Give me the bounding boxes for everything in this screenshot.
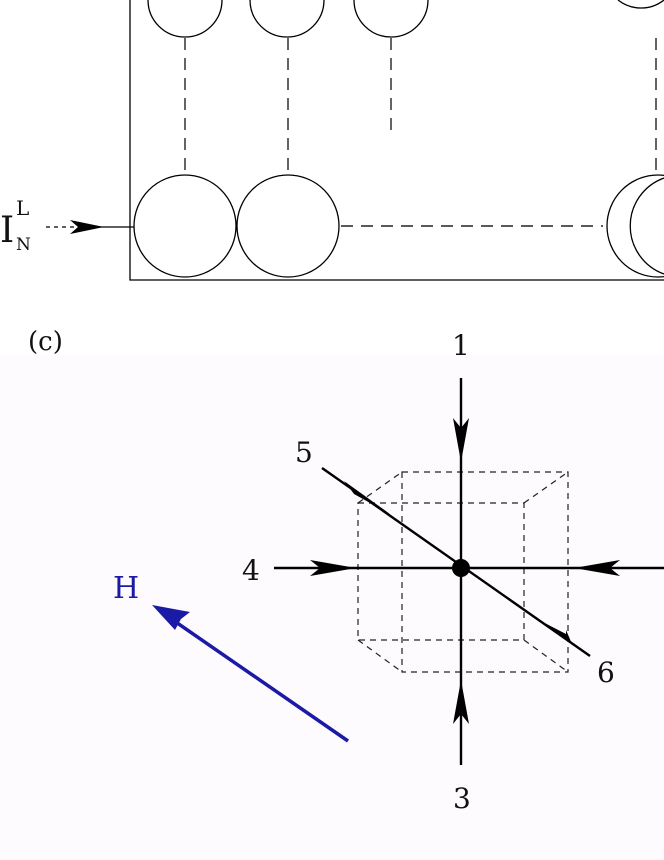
arrow-from-2 [574,560,620,576]
panel-label: (c) [28,327,63,357]
input-arrow-head [70,220,104,234]
field-label: H [113,571,139,606]
direction-label-6: 6 [597,656,615,689]
cube-panel: (c) 1 3 4 5 6 H [0,327,664,860]
lattice-frame [129,0,664,281]
bottom-node-2 [236,174,340,278]
arrow-from-4 [310,560,356,576]
top-node-2 [249,0,325,38]
input-label-superscript: L [16,196,29,220]
top-node-1 [147,0,223,38]
bottom-node-1 [133,174,237,278]
direction-label-4: 4 [242,554,260,587]
lattice-panel: I L N [0,0,664,281]
dashed-cube [357,471,569,673]
top-node-4 [617,0,664,9]
input-label-main: I [0,210,14,251]
arrow-from-1 [453,418,469,462]
arrow-from-3 [453,680,469,724]
field-arrow [169,616,349,743]
bottom-node-3 [629,177,664,275]
direction-label-3: 3 [453,782,471,815]
arrow-from-6 [531,616,572,644]
direction-label-1: 1 [452,329,470,362]
direction-label-5: 5 [295,436,313,469]
arrow-from-5 [344,481,390,514]
bottom-node-3-fill [606,174,664,278]
top-node-3 [353,0,429,38]
panel-c-background [0,355,664,860]
input-label-subscript: N [16,235,31,255]
center-node [452,559,470,577]
field-arrow-head [152,605,190,630]
